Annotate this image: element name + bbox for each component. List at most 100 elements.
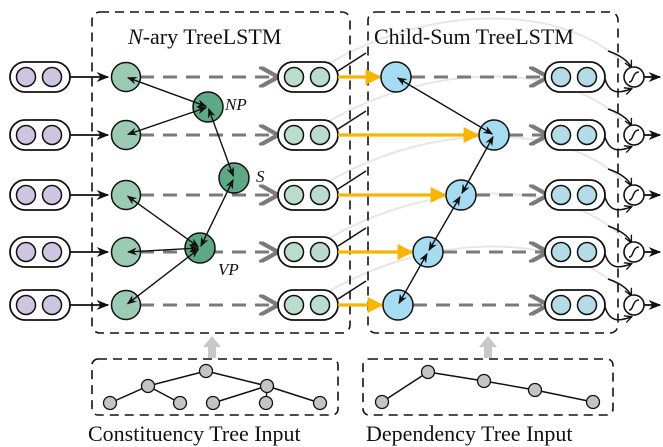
const-node-b (259, 378, 275, 394)
edge-leaf1-np (126, 77, 208, 107)
edge-cs3-cs4 (428, 195, 461, 252)
const-node-l5 (312, 395, 328, 411)
childsum-node-4 (412, 236, 444, 268)
edge-leaf3-vp (126, 195, 200, 248)
edge-cs4-cs5 (398, 252, 428, 305)
skip-connector-2 (337, 110, 367, 130)
up-arrow-constituency (203, 336, 221, 358)
dep-node-4 (527, 382, 543, 398)
faint-arc-5 (309, 245, 623, 304)
input-pill-1 (9, 61, 71, 93)
childsum-panel-title: Child-Sum TreeLSTM (374, 24, 574, 49)
rows-layer (9, 50, 662, 321)
childsum-output-pill-4 (544, 236, 606, 268)
skip-connector-5 (337, 280, 367, 300)
nary-output-pill-3-cell-1 (283, 184, 305, 206)
input-pill-1-cell-2 (41, 66, 63, 88)
input-pill-4-cell-2 (41, 241, 63, 263)
nary-leaf-node-2 (110, 119, 142, 151)
constituency-tree-box (91, 358, 339, 416)
dependency-caption: Dependency Tree Input (366, 421, 573, 446)
sigmoid-in-bottom-3 (604, 196, 631, 210)
input-pill-3 (9, 179, 71, 211)
faint-arc-1 (309, 17, 623, 76)
const-node-l3 (205, 395, 221, 411)
dep-node-5 (585, 394, 601, 410)
input-pill-4 (9, 236, 71, 268)
edge-s-vp (200, 178, 234, 248)
skip-connector-1 (337, 52, 367, 72)
nary-output-pill-5 (277, 289, 339, 321)
childsum-output-pill-1-cell-2 (576, 66, 598, 88)
sigmoid-curve-1 (628, 71, 640, 83)
nary-output-pill-4 (277, 236, 339, 268)
childsum-node-5 (382, 289, 414, 321)
nary-output-pill-2 (277, 119, 339, 151)
nary-phrase-node-s (218, 162, 250, 194)
edge-leaf2-np (126, 106, 208, 136)
const-edge-b-l3 (212, 385, 268, 404)
dependency-tree-box (362, 358, 614, 416)
childsum-output-pill-3 (544, 179, 606, 211)
const-node-l4 (258, 395, 274, 411)
dep-node-3 (476, 373, 492, 389)
nary-output-pill-1 (277, 61, 339, 93)
sigmoid-curve-5 (628, 299, 640, 311)
dep-node-1 (374, 394, 390, 410)
sigmoid-in-top-1 (607, 50, 631, 67)
childsum-output-pill-5-cell-2 (576, 294, 598, 316)
sigmoid-gate-icon-1 (623, 66, 645, 88)
childsum-output-pill-1 (544, 61, 606, 93)
sigmoid-gate-icon-5 (623, 294, 645, 316)
nary-output-pill-5-cell-2 (309, 294, 331, 316)
sigmoid-in-top-2 (607, 108, 631, 125)
constituency-caption: Constituency Tree Input (88, 421, 301, 446)
tree-edges (126, 77, 494, 305)
nary-output-pill-3-cell-2 (309, 184, 331, 206)
childsum-node-2 (478, 119, 510, 151)
phrase-label-vp: VP (218, 260, 239, 279)
sigmoid-in-bottom-4 (604, 253, 631, 267)
childsum-node-1 (380, 61, 412, 93)
phrase-label-np: NP (224, 95, 247, 114)
input-pill-2-cell-2 (41, 124, 63, 146)
childsum-output-pill-2 (544, 119, 606, 151)
input-pill-1-cell-1 (15, 66, 37, 88)
const-node-l2 (172, 395, 188, 411)
edge-leaf5-vp (126, 248, 200, 305)
nary-output-pill-4-cell-2 (309, 241, 331, 263)
childsum-treelstm-panel (367, 11, 619, 334)
childsum-output-pill-5-cell-1 (550, 294, 572, 316)
const-edge-b-l5 (266, 385, 321, 404)
sigmoid-in-top-5 (607, 278, 631, 295)
nary-title-n: N (127, 24, 144, 49)
childsum-output-pill-2-cell-1 (550, 124, 572, 146)
nary-output-pill-5-cell-1 (283, 294, 305, 316)
dep-edge-1 (381, 371, 429, 403)
childsum-node-3 (445, 179, 477, 211)
sigmoid-curve-2 (628, 129, 640, 141)
const-node-a (140, 378, 156, 394)
nary-title-rest: -ary TreeLSTM (143, 24, 282, 49)
input-pill-5-cell-1 (15, 294, 37, 316)
sigmoid-in-top-3 (607, 168, 631, 185)
dependency-tree (374, 364, 601, 410)
sigmoid-in-bottom-2 (604, 136, 631, 150)
dep-edge-3 (483, 380, 536, 391)
nary-panel-title: N-ary TreeLSTM (127, 24, 281, 49)
skip-connector-3 (337, 170, 367, 190)
phrase-label-s: S (256, 167, 265, 186)
sigmoid-gate-icon-3 (623, 184, 645, 206)
sigmoid-in-bottom-5 (604, 306, 631, 320)
childsum-output-pill-4-cell-1 (550, 241, 572, 263)
sigmoid-gate-icon-4 (623, 241, 645, 263)
nary-leaf-node-3 (110, 179, 142, 211)
input-pill-3-cell-2 (41, 184, 63, 206)
nary-output-pill-1-cell-1 (283, 66, 305, 88)
skip-connector-4 (337, 227, 367, 247)
childsum-output-pill-1-cell-1 (550, 66, 572, 88)
input-pill-3-cell-1 (15, 184, 37, 206)
nary-output-pill-2-cell-2 (309, 124, 331, 146)
dep-edge-2 (427, 371, 485, 382)
nary-output-pill-3 (277, 179, 339, 211)
